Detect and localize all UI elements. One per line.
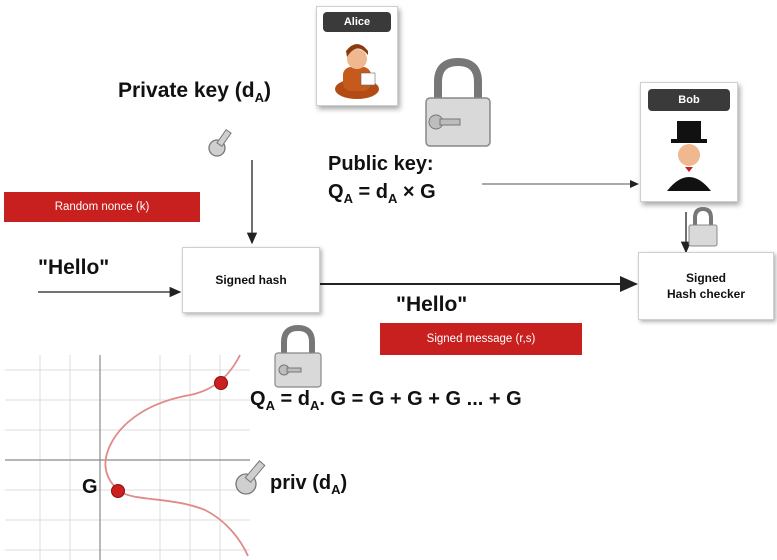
alice-avatar-icon bbox=[335, 44, 379, 99]
multiplication-equation: QA = dA. G = G + G + G ... + G bbox=[250, 388, 522, 413]
checker-lock-icon bbox=[688, 206, 718, 247]
point-g bbox=[111, 484, 125, 498]
bob-card: Bob bbox=[640, 82, 738, 202]
public-key-label: Public key: QA = dA × G bbox=[328, 153, 436, 206]
point-g-label: G bbox=[82, 476, 98, 498]
hello-output-label: "Hello" bbox=[396, 293, 468, 316]
priv-key-icon bbox=[235, 460, 266, 495]
alice-label: Alice bbox=[323, 12, 391, 32]
hash-checker-line2: Hash checker bbox=[666, 287, 746, 301]
signed-message-box: Signed message (r,s) bbox=[380, 323, 582, 355]
priv-label: priv (dA) bbox=[270, 472, 348, 497]
random-nonce-box: Random nonce (k) bbox=[4, 192, 200, 222]
hello-input-label: "Hello" bbox=[38, 256, 110, 279]
private-key-icon bbox=[208, 129, 232, 157]
curve-grid bbox=[5, 355, 250, 560]
curve-axes bbox=[5, 355, 250, 560]
bob-avatar-icon bbox=[667, 121, 711, 191]
point-q bbox=[214, 376, 228, 390]
private-key-label: Private key (dA) bbox=[118, 79, 271, 105]
bob-label: Bob bbox=[648, 89, 730, 111]
curve-lock-icon bbox=[274, 324, 322, 388]
hash-checker-box: Signed Hash checker bbox=[638, 252, 774, 320]
signed-hash-box: Signed hash bbox=[182, 247, 320, 313]
elliptic-curve bbox=[104, 354, 249, 557]
hash-checker-line1: Signed bbox=[685, 271, 726, 285]
alice-card: Alice bbox=[316, 6, 398, 106]
public-lock-icon bbox=[425, 57, 491, 147]
